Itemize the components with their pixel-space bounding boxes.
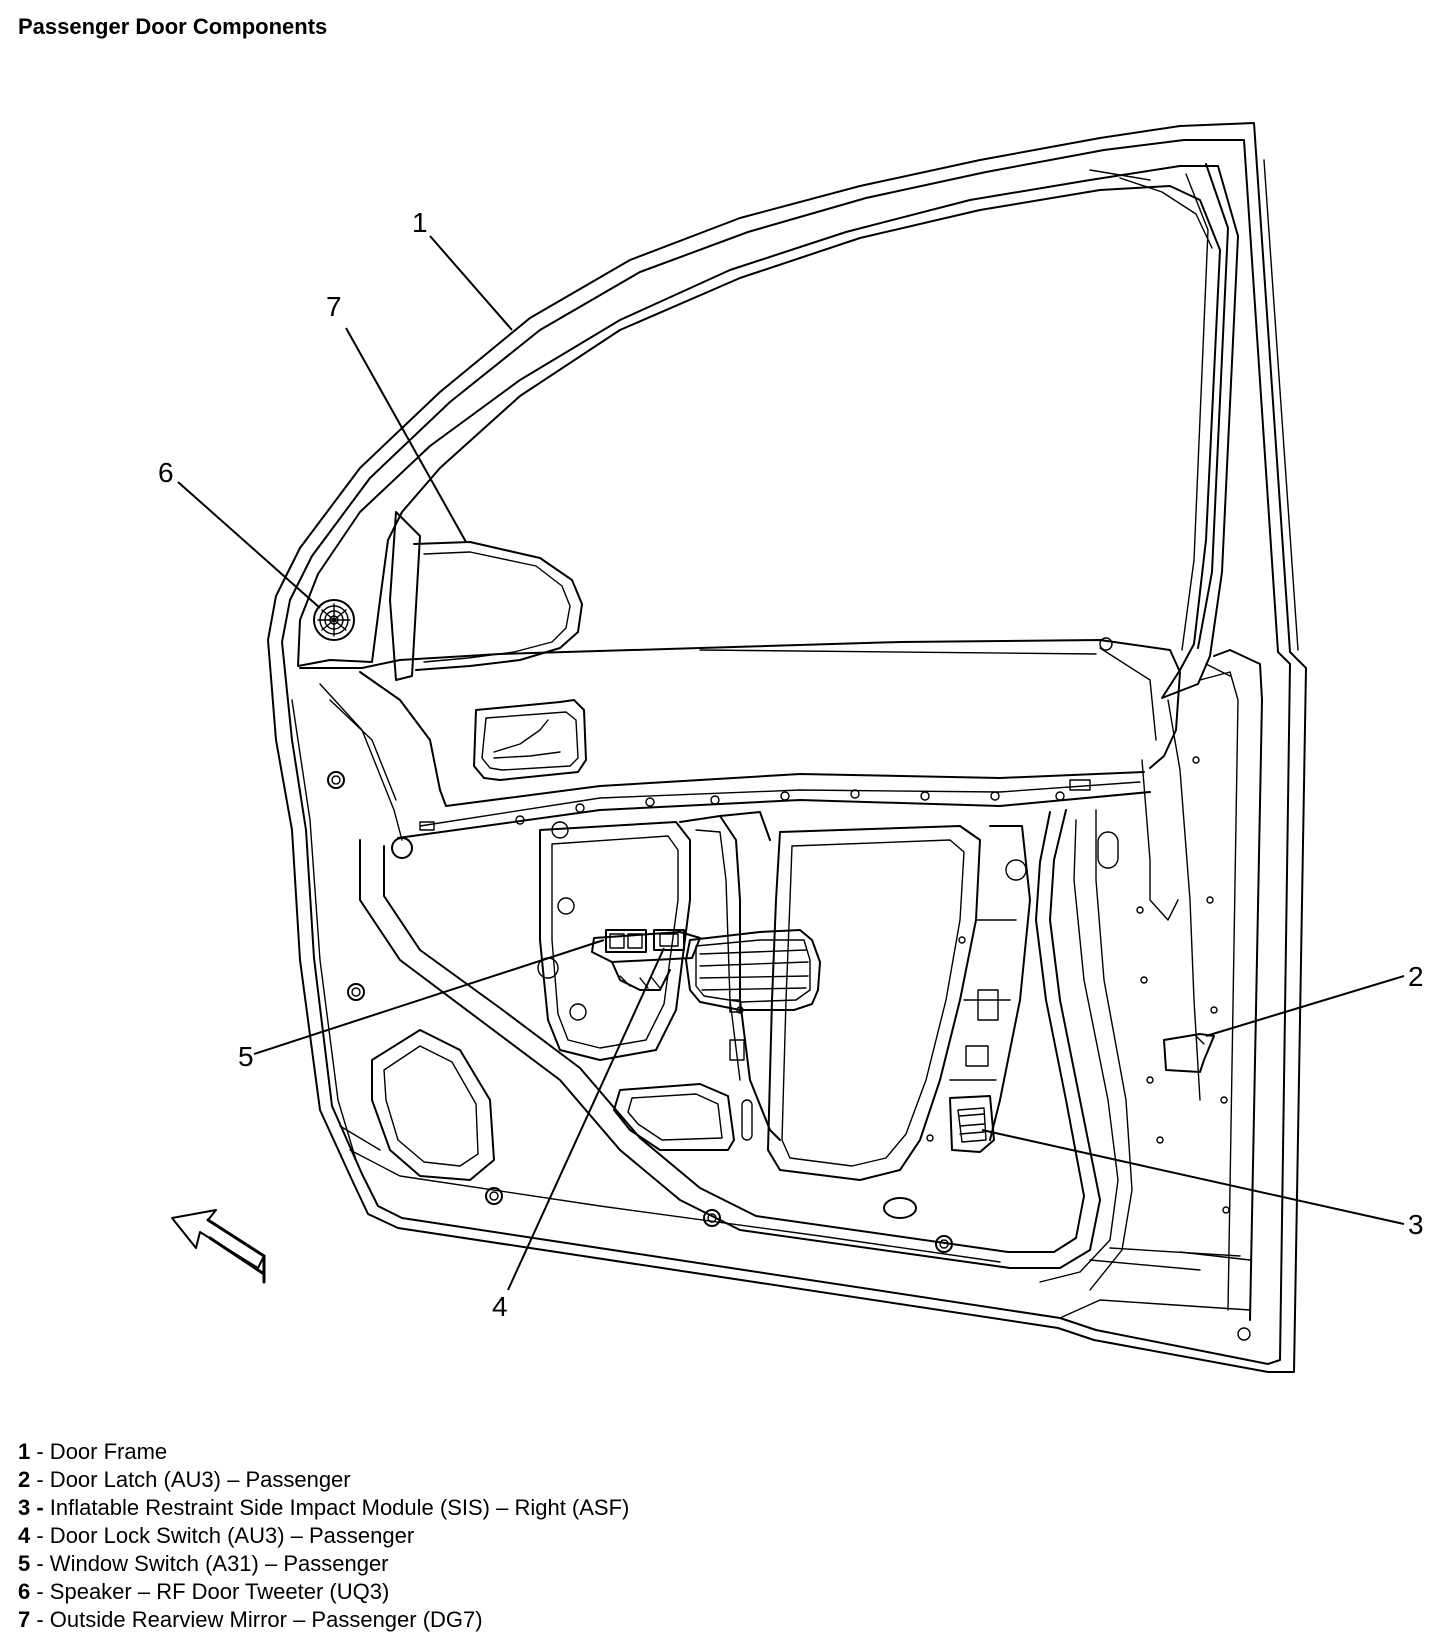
legend: 1 - Door Frame 2 - Door Latch (AU3) – Pa… [18,1438,629,1634]
legend-item: 4 - Door Lock Switch (AU3) – Passenger [18,1522,629,1550]
legend-text: - Window Switch (A31) – Passenger [30,1551,389,1576]
legend-text: Inflatable Restraint Side Impact Module … [43,1495,630,1520]
callout-7: 7 [326,291,342,322]
legend-item: 7 - Outside Rearview Mirror – Passenger … [18,1606,629,1634]
door-frame [267,122,1307,1373]
callout-1: 1 [412,207,428,238]
fasteners [327,756,1230,1253]
callout-5: 5 [238,1041,254,1072]
page-title: Passenger Door Components [18,14,328,39]
rail-holes [419,637,1113,831]
inner-panel [327,699,1230,1291]
callout-6: 6 [158,457,174,488]
legend-number: 7 [18,1607,31,1632]
outside-rearview-mirror [389,511,583,681]
speaker-tweeter [313,599,355,641]
legend-text: - Door Lock Switch (AU3) – Passenger [30,1523,415,1548]
legend-item: 6 - Speaker – RF Door Tweeter (UQ3) [18,1578,629,1606]
forward-arrow [171,1209,266,1284]
door-latch [1163,1033,1215,1073]
legend-item: 2 - Door Latch (AU3) – Passenger [18,1466,629,1494]
callout-4: 4 [492,1291,508,1322]
legend-item: 3 - Inflatable Restraint Side Impact Mod… [18,1494,629,1522]
legend-number: 3 - [18,1495,44,1520]
door-diagram: 1 7 6 5 4 2 3 [158,122,1424,1373]
legend-text: - Speaker – RF Door Tweeter (UQ3) [30,1579,390,1604]
legend-number: 4 [18,1523,31,1548]
legend-item: 5 - Window Switch (A31) – Passenger [18,1550,629,1578]
legend-item: 1 - Door Frame [18,1438,629,1466]
legend-text: - Outside Rearview Mirror – Passenger (D… [30,1607,483,1632]
legend-number: 5 [18,1551,31,1576]
inside-door-handle [473,699,587,781]
side-impact-module [949,1095,995,1153]
callout-3: 3 [1408,1209,1424,1240]
legend-text: - Door Latch (AU3) – Passenger [30,1467,351,1492]
legend-number: 2 [18,1467,31,1492]
legend-number: 1 [18,1439,31,1464]
legend-text: - Door Frame [30,1439,168,1464]
leader-lines [177,235,1405,1291]
legend-number: 6 [18,1579,31,1604]
callout-2: 2 [1408,961,1424,992]
